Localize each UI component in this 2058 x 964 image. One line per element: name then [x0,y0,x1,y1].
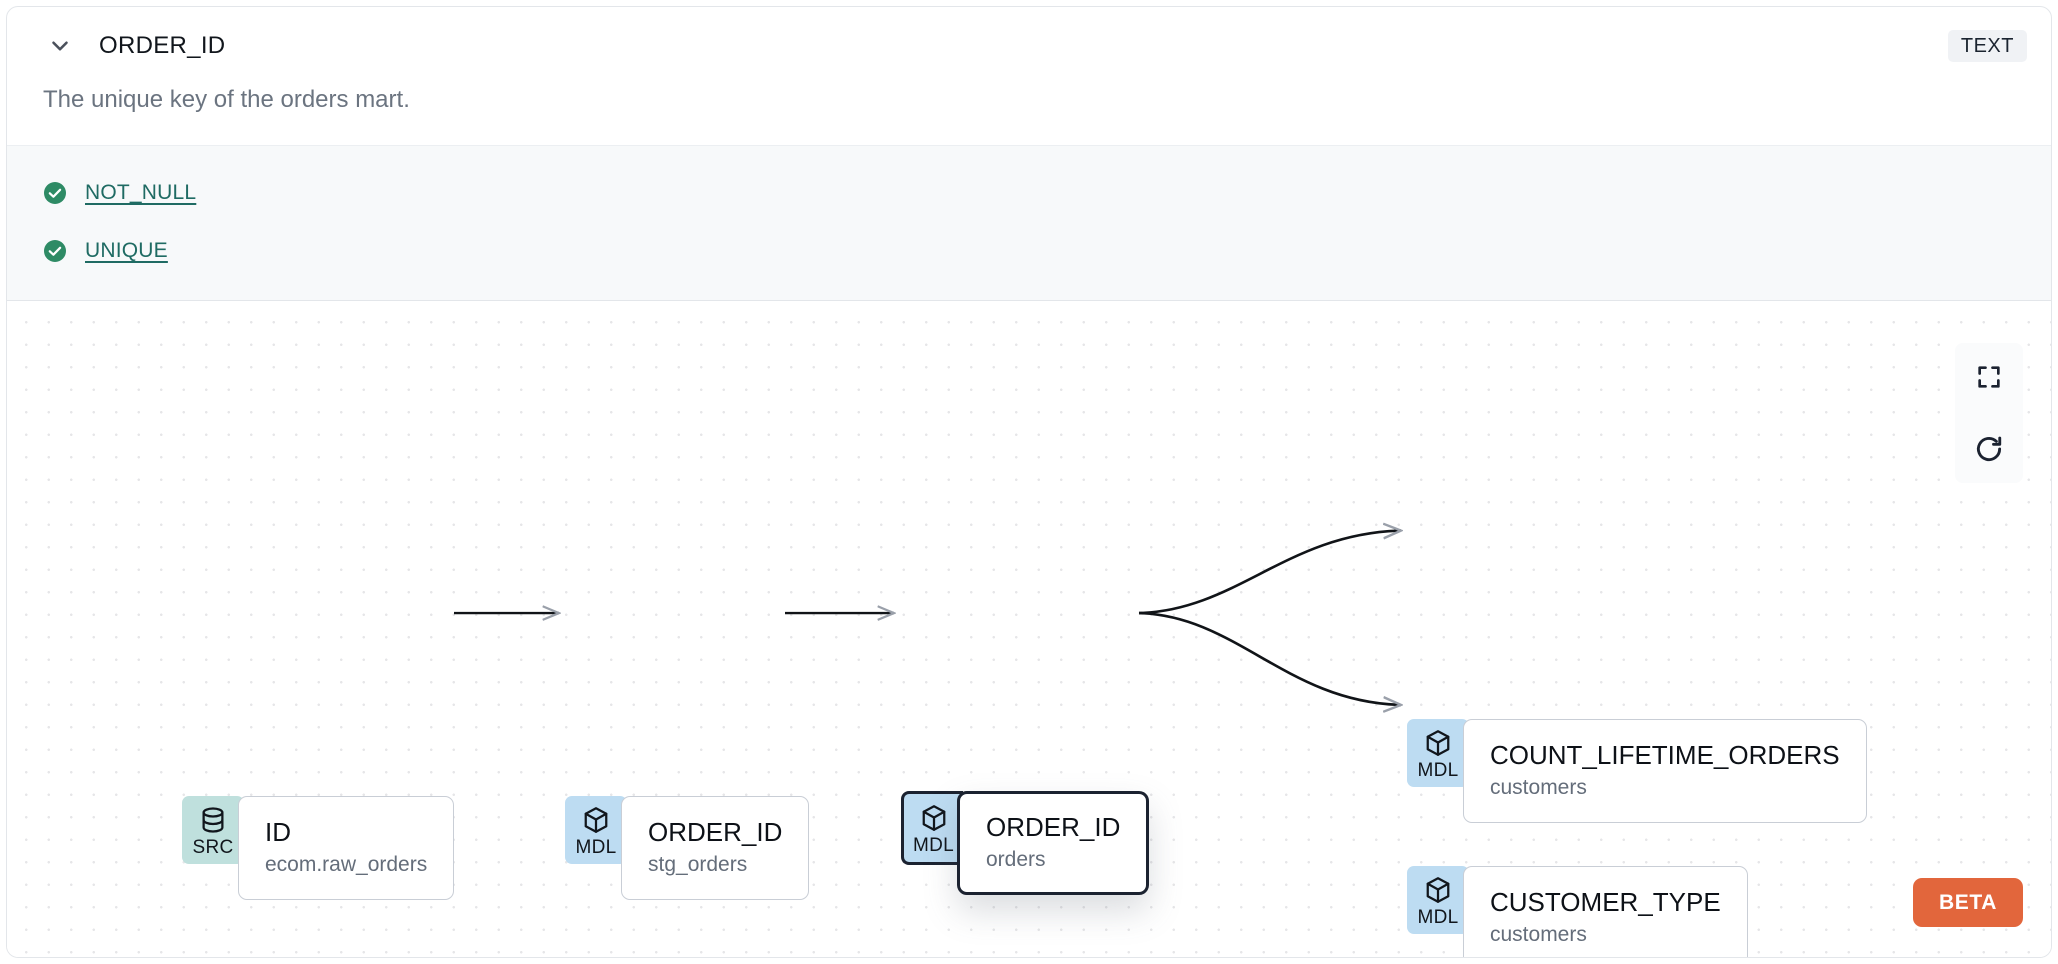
check-circle-icon [44,240,66,262]
node-column-name: COUNT_LIFETIME_ORDERS [1490,739,1840,770]
node-body: COUNT_LIFETIME_ORDERS customers [1463,719,1867,823]
node-source-name: customers [1490,922,1587,946]
node-type-badge-mdl: MDL [901,791,963,865]
node-column-name: ORDER_ID [986,811,1121,842]
node-badge-label: SRC [192,837,234,858]
lineage-node-customer-type[interactable]: MDL CUSTOMER_TYPE customers [1407,866,1748,957]
node-badge-label: MDL [575,837,617,858]
check-circle-icon [44,182,66,204]
panel-header: ORDER_ID TEXT [7,7,2051,85]
test-row[interactable]: UNIQUE [43,222,2015,280]
column-detail-card: ORDER_ID TEXT The unique key of the orde… [6,6,2052,958]
node-type-badge-mdl: MDL [1407,719,1469,787]
node-badge-label: MDL [912,835,954,856]
node-source-name: customers [1490,775,1587,799]
cube-icon [1426,877,1450,903]
page-title: ORDER_ID [99,32,226,59]
database-icon [202,807,224,833]
node-type-badge-mdl: MDL [565,796,627,864]
lineage-node-count-lifetime-orders[interactable]: MDL COUNT_LIFETIME_ORDERS customers [1407,719,1867,823]
lineage-graph-canvas[interactable]: SRC ID ecom.raw_orders MDL [7,301,2051,957]
test-link-not-null[interactable]: NOT_NULL [85,181,197,204]
tests-section: NOT_NULL UNIQUE [7,145,2051,301]
node-body: ID ecom.raw_orders [238,796,455,900]
node-column-name: CUSTOMER_TYPE [1490,886,1721,917]
node-source-name: ecom.raw_orders [265,852,428,876]
fullscreen-icon [1978,366,2000,388]
node-type-badge-mdl: MDL [1407,866,1469,934]
lineage-node-orders-selected[interactable]: MDL ORDER_ID orders [901,791,1150,895]
cube-icon [584,807,608,833]
chevron-down-icon[interactable] [43,29,77,63]
node-body: CUSTOMER_TYPE customers [1463,866,1748,957]
data-type-badge: TEXT [1947,30,2027,62]
beta-badge[interactable]: BETA [1912,878,2023,927]
lineage-node-stg-orders[interactable]: MDL ORDER_ID stg_orders [565,796,810,900]
column-description: The unique key of the orders mart. [43,86,410,113]
node-body: ORDER_ID stg_orders [621,796,810,900]
refresh-button[interactable] [1955,415,2023,483]
node-badge-label: MDL [1417,907,1459,928]
node-source-name: orders [986,847,1046,871]
test-row[interactable]: NOT_NULL [43,164,2015,222]
node-column-name: ORDER_ID [648,816,783,847]
node-body: ORDER_ID orders [957,791,1150,895]
node-badge-label: MDL [1417,760,1459,781]
node-column-name: ID [265,816,291,847]
test-link-unique[interactable]: UNIQUE [85,239,168,262]
canvas-controls [1955,343,2023,483]
cube-icon [922,805,945,831]
lineage-node-src-id[interactable]: SRC ID ecom.raw_orders [182,796,455,900]
refresh-icon [1976,436,2002,462]
fit-view-button[interactable] [1955,343,2023,411]
node-source-name: stg_orders [648,852,748,876]
cube-icon [1426,730,1450,756]
node-type-badge-src: SRC [182,796,244,864]
